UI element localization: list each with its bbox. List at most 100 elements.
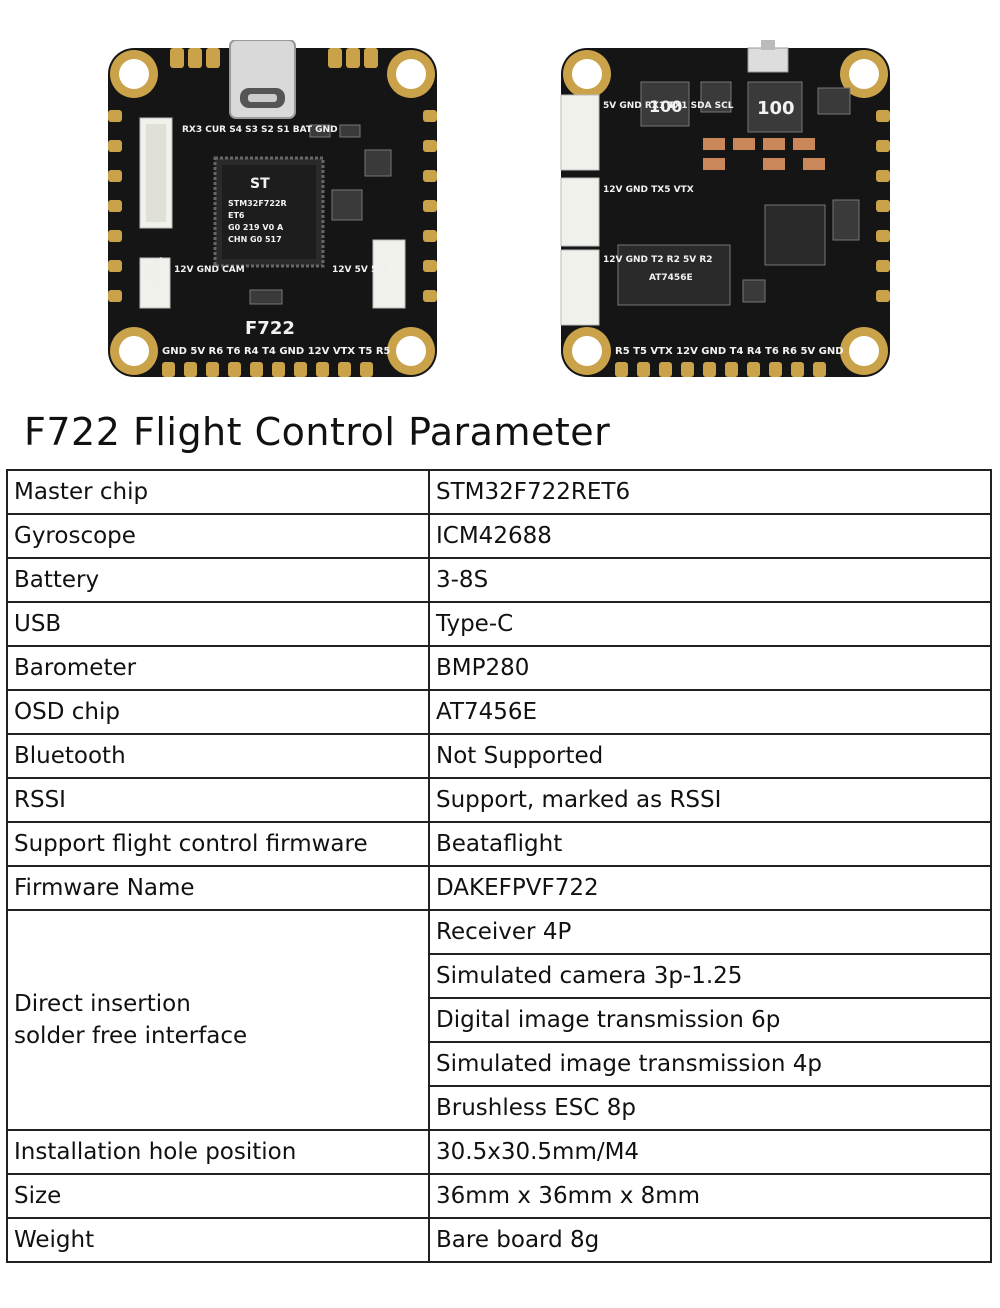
back-connector-3-labels: 12V GND T2 R2 5V R2 bbox=[603, 255, 713, 265]
mounting-hole-tl bbox=[110, 50, 158, 98]
row-label: Size bbox=[6, 1173, 430, 1219]
chip-line-1: STM32F722R bbox=[228, 199, 287, 208]
connector-1 bbox=[139, 117, 173, 229]
table-row-group: Brushless ESC 8p bbox=[7, 1085, 992, 1131]
front-board-image: ST STM32F722R ET6 G0 219 V0 A CHN G0 517… bbox=[100, 40, 445, 385]
table-row-group: Simulated camera 3p-1.25 bbox=[7, 953, 992, 999]
back-board-image: 100 100 AT7456E R5 T5 VTX 12V G bbox=[553, 40, 898, 385]
model-label: F722 bbox=[245, 318, 295, 339]
row-value: 30.5x30.5mm/M4 bbox=[428, 1129, 992, 1175]
table-row-group: Direct insertion solder free interface R… bbox=[6, 909, 992, 1131]
back-bottom-pads bbox=[615, 362, 826, 377]
back-connector-2 bbox=[560, 177, 600, 247]
top-pads-right bbox=[328, 48, 378, 68]
group-value: Receiver 4P bbox=[428, 909, 992, 955]
row-value: Support, marked as RSSI bbox=[428, 777, 992, 823]
row-label: Battery bbox=[6, 557, 430, 603]
capacitors bbox=[703, 138, 825, 170]
bottom-pin-labels: GND 5V R6 T6 R4 T4 GND 12V VTX T5 R5 bbox=[162, 346, 391, 357]
row-label: Bluetooth bbox=[6, 733, 430, 779]
row-label: Gyroscope bbox=[6, 513, 430, 559]
inductor-2: 100 bbox=[747, 81, 803, 133]
row-value: BMP280 bbox=[428, 645, 992, 691]
row-value: Type-C bbox=[428, 601, 992, 647]
svg-text:ST: ST bbox=[250, 176, 270, 192]
svg-text:AT7456E: AT7456E bbox=[649, 273, 693, 283]
row-value: AT7456E bbox=[428, 689, 992, 735]
back-connector-1 bbox=[560, 94, 600, 171]
table-row-group: Simulated image transmission 4p bbox=[7, 1041, 992, 1087]
row-value: STM32F722RET6 bbox=[428, 469, 992, 515]
table-row-group: Digital image transmission 6p bbox=[7, 997, 992, 1043]
svg-text:100: 100 bbox=[757, 98, 795, 119]
group-value: Digital image transmission 6p bbox=[428, 997, 992, 1043]
boot-button bbox=[747, 40, 789, 73]
mounting-hole-br bbox=[387, 327, 435, 375]
components bbox=[249, 124, 392, 305]
group-value: Simulated camera 3p-1.25 bbox=[428, 953, 992, 999]
row-label: OSD chip bbox=[6, 689, 430, 735]
group-label-line-2: solder free interface bbox=[14, 1023, 248, 1049]
page-title: F722 Flight Control Parameter bbox=[24, 410, 611, 454]
right-side-pads bbox=[423, 110, 437, 302]
mounting-hole-bl bbox=[110, 327, 158, 375]
chip-line-4: CHN G0 517 bbox=[228, 235, 282, 244]
row-label: Weight bbox=[6, 1217, 430, 1263]
back-connector-3 bbox=[560, 249, 600, 326]
logo-icon bbox=[143, 256, 163, 288]
mounting-hole-tr-back bbox=[840, 50, 888, 98]
row-value: Beataflight bbox=[428, 821, 992, 867]
svg-text:100: 100 bbox=[649, 97, 682, 116]
flash-chip bbox=[764, 204, 826, 266]
back-connector-2-labels: 12V GND TX5 VTX bbox=[603, 185, 694, 195]
mcu-chip: ST STM32F722R ET6 G0 219 V0 A CHN G0 517 bbox=[213, 156, 325, 268]
row-label: RSSI bbox=[6, 777, 430, 823]
back-connector-1-labels: 5V GND RX1 TX1 SDA SCL bbox=[603, 101, 734, 111]
chip-line-2: ET6 bbox=[228, 211, 245, 220]
top-pads-left bbox=[170, 48, 220, 68]
row-label: Support flight control firmware bbox=[6, 821, 430, 867]
connector-2-labels: 12V GND CAM bbox=[174, 265, 245, 275]
row-value: ICM42688 bbox=[428, 513, 992, 559]
inductor-1: 100 bbox=[640, 81, 690, 127]
group-label-line-1: Direct insertion bbox=[14, 991, 191, 1017]
small-ic bbox=[700, 81, 860, 303]
chip-line-3: G0 219 V0 A bbox=[228, 223, 284, 232]
back-right-pads bbox=[876, 110, 890, 302]
row-value: Not Supported bbox=[428, 733, 992, 779]
row-label: Firmware Name bbox=[6, 865, 430, 911]
mounting-hole-tl-back bbox=[563, 50, 611, 98]
mounting-hole-tr bbox=[387, 50, 435, 98]
osd-chip: AT7456E bbox=[617, 244, 731, 306]
bottom-pads bbox=[162, 362, 373, 377]
connector-3-labels: 12V 5V 5V FC bbox=[332, 265, 400, 275]
back-bottom-pin-labels: R5 T5 VTX 12V GND T4 R4 T6 R6 5V GND bbox=[615, 346, 844, 357]
back-board-svg: 100 100 AT7456E R5 T5 VTX 12V G bbox=[560, 40, 890, 377]
connector-1-labels: RX3 CUR S4 S3 S2 S1 BAT GND bbox=[182, 125, 338, 135]
row-value: DAKEFPVF722 bbox=[428, 865, 992, 911]
usb-c-port bbox=[229, 40, 296, 119]
row-label: Barometer bbox=[6, 645, 430, 691]
row-label: Installation hole position bbox=[6, 1129, 430, 1175]
mounting-hole-bl-back bbox=[563, 327, 611, 375]
row-value: Bare board 8g bbox=[428, 1217, 992, 1263]
front-board-svg: ST STM32F722R ET6 G0 219 V0 A CHN G0 517… bbox=[108, 40, 437, 377]
group-value: Simulated image transmission 4p bbox=[428, 1041, 992, 1087]
group-value: Brushless ESC 8p bbox=[428, 1085, 992, 1131]
mounting-hole-br-back bbox=[840, 327, 888, 375]
